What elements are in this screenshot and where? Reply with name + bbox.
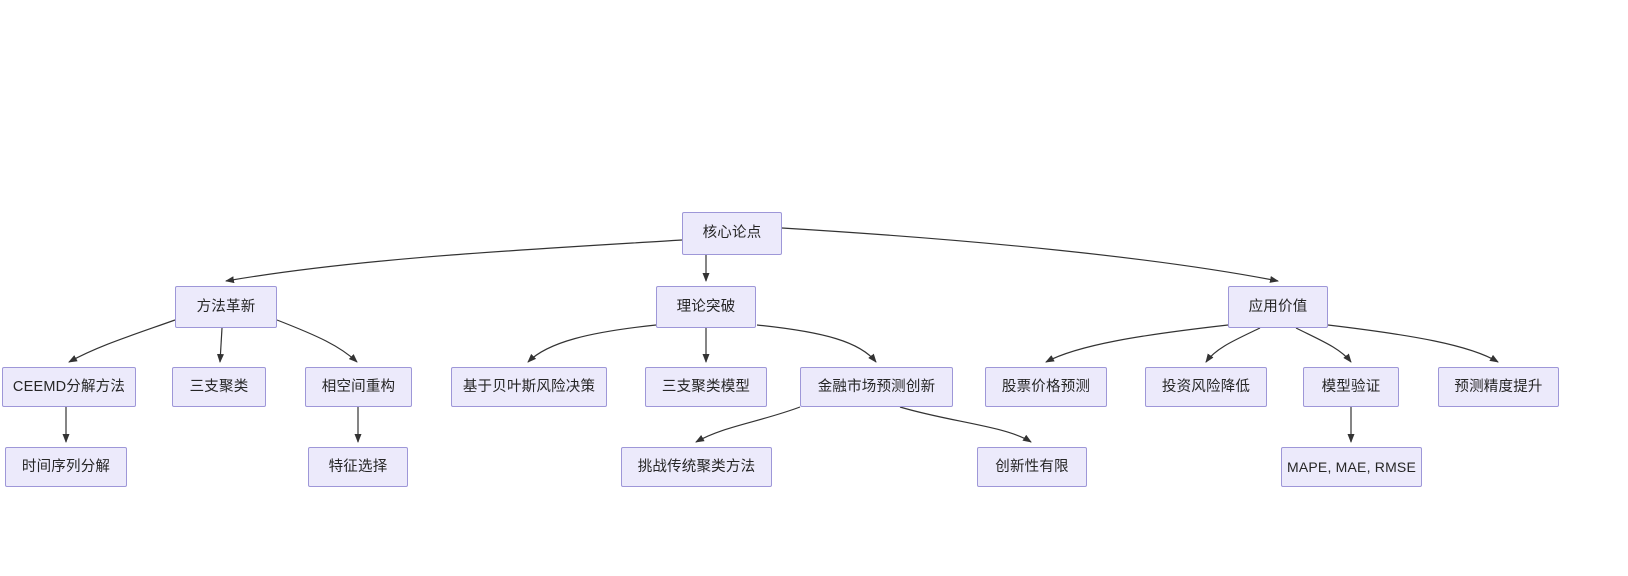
- node-theory[interactable]: 理论突破: [656, 286, 756, 328]
- node-label-accuracy: 预测精度提升: [1454, 378, 1543, 395]
- node-ceemd[interactable]: CEEMD分解方法: [2, 367, 136, 407]
- node-challenge[interactable]: 挑战传统聚类方法: [621, 447, 772, 487]
- node-label-finance: 金融市场预测创新: [817, 378, 936, 395]
- node-label-root: 核心论点: [702, 225, 762, 242]
- node-label-metrics: MAPE, MAE, RMSE: [1286, 459, 1417, 475]
- node-label-ceemd: CEEMD分解方法: [12, 378, 126, 395]
- edge-finance-to-limited: [899, 406, 1032, 443]
- edge-method-to-ceemd: [68, 319, 176, 363]
- node-feature[interactable]: 特征选择: [308, 447, 408, 487]
- edge-root-to-method: [225, 239, 683, 284]
- node-label-validate: 模型验证: [1321, 378, 1381, 395]
- node-label-bayes: 基于贝叶斯风险决策: [462, 378, 596, 395]
- node-decompose[interactable]: 时间序列分解: [5, 447, 127, 487]
- node-label-theory: 理论突破: [676, 298, 736, 315]
- node-finance[interactable]: 金融市场预测创新: [800, 367, 953, 407]
- node-label-feature: 特征选择: [328, 458, 388, 475]
- node-label-stock: 股票价格预测: [1001, 378, 1091, 395]
- node-label-threeway: 三支聚类: [189, 378, 249, 395]
- edge-finance-to-challenge: [695, 406, 801, 443]
- node-label-risk: 投资风险降低: [1161, 378, 1251, 395]
- node-method[interactable]: 方法革新: [175, 286, 277, 328]
- node-bayes[interactable]: 基于贝叶斯风险决策: [451, 367, 607, 407]
- node-threeway-model[interactable]: 三支聚类模型: [645, 367, 767, 407]
- edge-value-to-risk: [1205, 327, 1261, 363]
- edge-theory-to-bayes: [527, 324, 657, 363]
- node-validate[interactable]: 模型验证: [1303, 367, 1399, 407]
- node-label-phase: 相空间重构: [321, 378, 396, 395]
- node-label-threeway-model: 三支聚类模型: [661, 378, 751, 395]
- node-metrics[interactable]: MAPE, MAE, RMSE: [1281, 447, 1422, 487]
- edge-root-to-value: [781, 227, 1279, 283]
- node-value[interactable]: 应用价值: [1228, 286, 1328, 328]
- node-label-challenge: 挑战传统聚类方法: [637, 458, 756, 475]
- node-label-limited: 创新性有限: [995, 458, 1069, 475]
- node-stock[interactable]: 股票价格预测: [985, 367, 1107, 407]
- edge-method-to-threeway: [216, 327, 224, 363]
- node-accuracy[interactable]: 预测精度提升: [1438, 367, 1559, 407]
- node-label-method: 方法革新: [196, 298, 256, 315]
- edge-value-to-accuracy: [1327, 324, 1499, 363]
- node-label-value: 应用价值: [1248, 298, 1308, 315]
- edge-value-to-stock: [1045, 324, 1229, 363]
- edge-method-to-phase: [276, 319, 358, 363]
- node-root[interactable]: 核心论点: [682, 212, 782, 255]
- edge-value-to-validate: [1295, 327, 1352, 363]
- node-label-decompose: 时间序列分解: [21, 458, 111, 475]
- node-threeway[interactable]: 三支聚类: [172, 367, 266, 407]
- node-risk[interactable]: 投资风险降低: [1145, 367, 1267, 407]
- edge-theory-to-finance: [756, 324, 877, 363]
- node-limited[interactable]: 创新性有限: [977, 447, 1087, 487]
- node-phase[interactable]: 相空间重构: [305, 367, 412, 407]
